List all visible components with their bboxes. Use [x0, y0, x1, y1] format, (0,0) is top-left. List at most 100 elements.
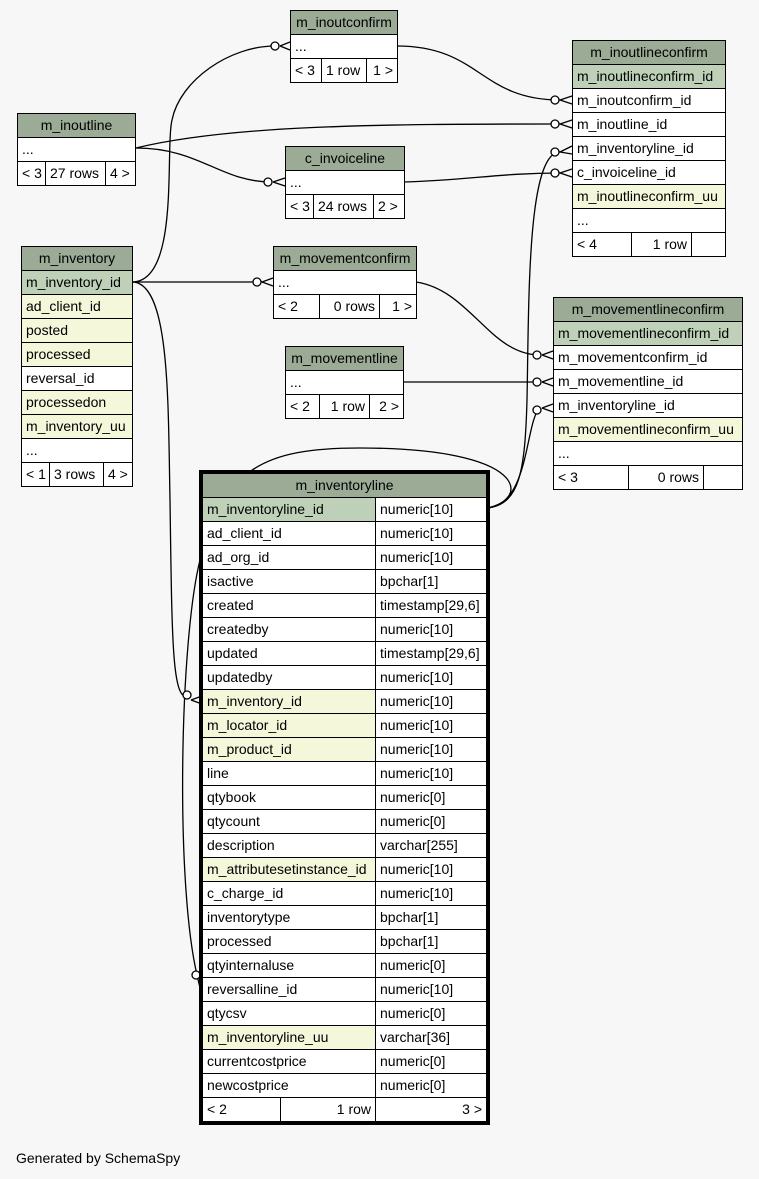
column-type: numeric[10] — [375, 881, 487, 906]
table-title: m_inoutline — [16, 113, 137, 138]
table-title: m_movementconfirm — [272, 246, 418, 271]
column-type: numeric[10] — [375, 689, 487, 714]
table-m-inoutline[interactable]: m_inoutline ... < 3 27 rows 4 > — [16, 113, 137, 186]
column-type: numeric[10] — [375, 545, 487, 570]
table-title: m_inventory — [21, 246, 133, 271]
parents-count: < 3 — [17, 161, 46, 186]
children-count: 2 > — [372, 194, 406, 219]
column-row: ... — [16, 137, 137, 162]
table-title: m_movementline — [284, 346, 405, 371]
column-name: qtyinternaluse — [202, 953, 376, 978]
column-name: m_inventory_id — [202, 689, 376, 714]
column-name: m_attributesetinstance_id — [202, 857, 376, 882]
column-name: isactive — [202, 569, 376, 594]
column-row: processedon — [21, 390, 133, 415]
column-name: m_inventoryline_uu — [202, 1025, 376, 1050]
column-type: numeric[10] — [375, 521, 487, 546]
children-count: 2 > — [368, 394, 405, 419]
table-title: m_inoutlineconfirm — [571, 40, 727, 65]
column-row: m_inoutline_id — [571, 112, 727, 137]
table-title: m_inoutconfirm — [289, 10, 399, 35]
column-row: ... — [552, 441, 744, 466]
row-count: 3 rows — [49, 462, 104, 487]
column-name: ad_client_id — [202, 521, 376, 546]
column-row: processed — [21, 342, 133, 367]
relation-inventoryline-inoutlineconfirm-line — [486, 151, 561, 509]
parents-count: < 2 — [273, 294, 320, 319]
row-count: 1 row — [280, 1097, 376, 1122]
relation-inoutline-invoiceline-line — [135, 147, 273, 183]
column-type: bpchar[1] — [375, 929, 487, 954]
column-type: numeric[10] — [375, 737, 487, 762]
table-m-inoutlineconfirm[interactable]: m_inoutlineconfirm m_inoutlineconfirm_id… — [571, 40, 727, 257]
children-count: 3 > — [375, 1097, 487, 1122]
parents-count: < 2 — [202, 1097, 281, 1122]
column-type: varchar[255] — [375, 833, 487, 858]
column-row: ad_client_id — [21, 294, 133, 319]
column-type: numeric[10] — [375, 617, 487, 642]
table-title: m_movementlineconfirm — [552, 297, 744, 322]
column-row: reversal_id — [21, 366, 133, 391]
row-count: 1 row — [319, 394, 370, 419]
table-m-movementconfirm[interactable]: m_movementconfirm ... < 2 0 rows 1 > — [272, 246, 418, 319]
parents-count: < 2 — [285, 394, 320, 419]
row-count: 1 row — [631, 232, 692, 257]
table-m-inventory[interactable]: m_inventory m_inventory_id ad_client_id … — [21, 246, 133, 487]
table-m-movementlineconfirm[interactable]: m_movementlineconfirm m_movementlineconf… — [552, 297, 744, 490]
column-type: numeric[0] — [375, 1049, 487, 1074]
children-count — [702, 465, 744, 490]
column-row: m_inoutlineconfirm_id — [571, 64, 727, 89]
column-type: bpchar[1] — [375, 905, 487, 930]
relation-inventoryline-movementlineconfirm-line — [486, 407, 541, 509]
column-row: posted — [21, 318, 133, 343]
column-name: ad_org_id — [202, 545, 376, 570]
column-type: bpchar[1] — [375, 569, 487, 594]
column-row: ... — [272, 270, 418, 295]
column-name: c_charge_id — [202, 881, 376, 906]
column-name: m_locator_id — [202, 713, 376, 738]
table-title: c_invoiceline — [284, 146, 406, 171]
column-row: ... — [284, 370, 405, 395]
children-count: 4 > — [104, 161, 137, 186]
children-count: 4 > — [103, 462, 133, 487]
column-type: numeric[10] — [375, 857, 487, 882]
table-m-movementline[interactable]: m_movementline ... < 2 1 row 2 > — [284, 346, 405, 419]
column-row: ... — [284, 170, 406, 195]
table-c-invoiceline[interactable]: c_invoiceline ... < 3 24 rows 2 > — [284, 146, 406, 219]
column-name: currentcostprice — [202, 1049, 376, 1074]
row-count: 0 rows — [628, 465, 704, 490]
column-row: m_movementlineconfirm_uu — [552, 417, 744, 442]
column-type: numeric[0] — [375, 785, 487, 810]
column-type: timestamp[29,6] — [375, 641, 487, 666]
column-type: numeric[0] — [375, 809, 487, 834]
column-row: ... — [571, 208, 727, 233]
column-name: updated — [202, 641, 376, 666]
parents-count: < 3 — [290, 58, 322, 83]
relation-inventory-inventoryline-line — [131, 281, 188, 698]
column-name: created — [202, 593, 376, 618]
column-row: m_movementconfirm_id — [552, 345, 744, 370]
row-count: 1 row — [321, 58, 367, 83]
table-m-inoutconfirm[interactable]: m_inoutconfirm ... < 3 1 row 1 > — [289, 10, 399, 83]
column-name: createdby — [202, 617, 376, 642]
